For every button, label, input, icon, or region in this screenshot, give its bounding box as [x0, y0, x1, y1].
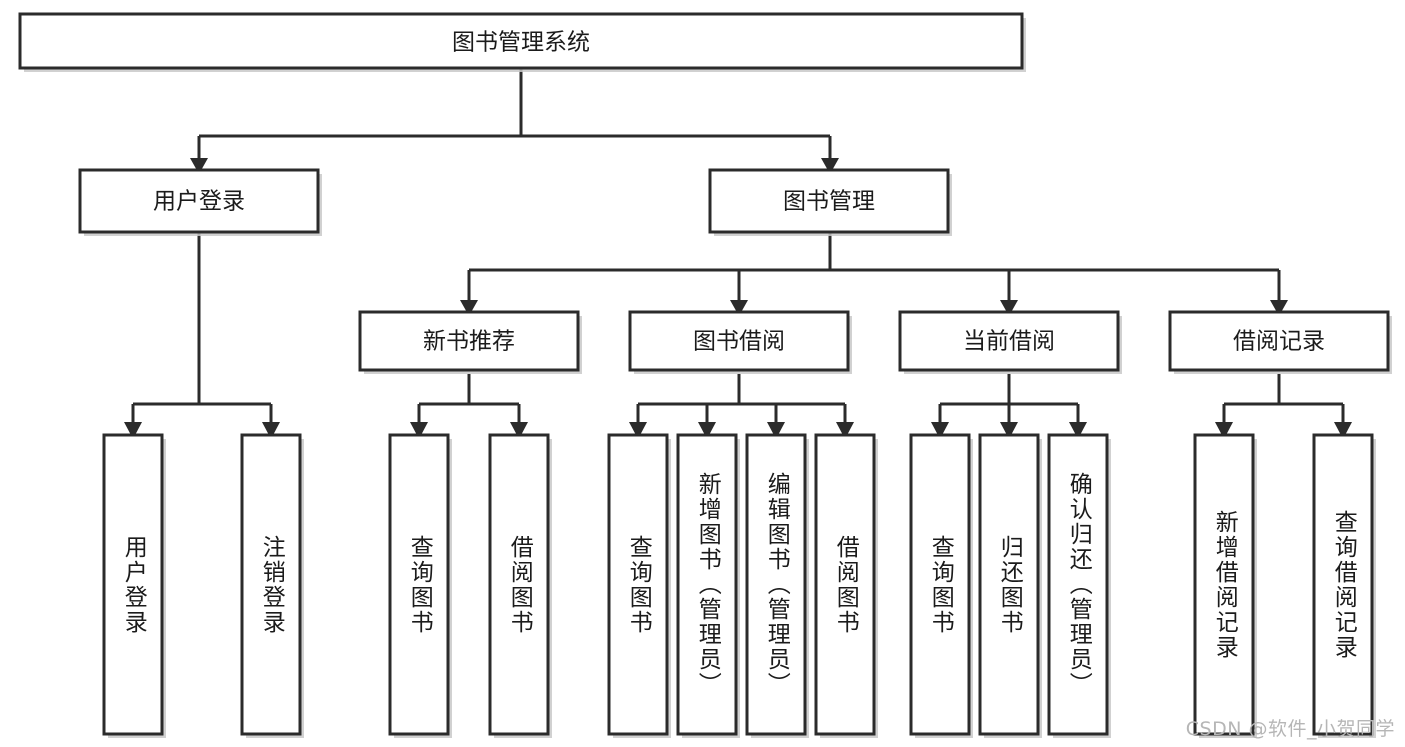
node-book-borrow-label: 图书借阅	[693, 329, 785, 355]
arrowhead-current-borrow	[1000, 300, 1018, 316]
arrowhead-leaf-bookborrow-3	[767, 422, 785, 439]
arrowhead-leaf-borrowrecord-2	[1334, 422, 1352, 439]
arrowhead-book-borrow	[730, 300, 748, 316]
arrowhead-leaf-newbook-1	[410, 422, 428, 439]
node-user-login-label: 用户登录	[153, 189, 245, 215]
arrowhead-borrow-record	[1270, 300, 1288, 316]
root-node-label: 图书管理系统	[452, 30, 590, 56]
leaf-box-borrow-add[interactable]	[676, 433, 738, 736]
arrowhead-leaf-currentborrow-3	[1069, 422, 1087, 439]
arrowhead-leaf-bookborrow-4	[836, 422, 854, 439]
node-book-borrow-box[interactable]	[628, 310, 850, 372]
leaf-box-current-confirm[interactable]	[1047, 433, 1109, 736]
arrowhead-leaf-borrowrecord-1	[1215, 422, 1233, 439]
arrowhead-leaf-user-login-1	[124, 422, 142, 439]
leaf-box-record-query[interactable]	[1312, 433, 1374, 736]
node-book-manage-box[interactable]	[708, 168, 950, 234]
leaf-box-newbook-borrow[interactable]	[488, 433, 550, 736]
node-current-borrow-box[interactable]	[898, 310, 1120, 372]
node-layer: 图书管理系统 用户登录 图书管理 新书推荐 图书借阅 当前借阅 借阅记录	[18, 12, 1392, 738]
arrowhead-leaf-bookborrow-2	[698, 422, 716, 439]
arrowhead-leaf-currentborrow-2	[1000, 422, 1018, 439]
node-borrow-record-label: 借阅记录	[1233, 329, 1325, 355]
node-borrow-record-box[interactable]	[1168, 310, 1390, 372]
leaf-box-logout[interactable]	[240, 433, 302, 736]
node-current-borrow-label: 当前借阅	[963, 329, 1055, 355]
arrowhead-leaf-newbook-2	[510, 422, 528, 439]
arrowhead-book-manage	[821, 158, 839, 174]
arrowhead-user-login	[190, 158, 208, 174]
leaf-box-user-login[interactable]	[102, 433, 164, 736]
root-node-box[interactable]	[18, 12, 1024, 70]
watermark-text: CSDN @软件_小贺同学	[1185, 718, 1395, 740]
leaf-box-record-add[interactable]	[1193, 433, 1255, 736]
node-new-book-label: 新书推荐	[423, 329, 515, 355]
node-user-login-box[interactable]	[78, 168, 320, 234]
leaf-box-current-query[interactable]	[909, 433, 971, 736]
node-book-manage-label: 图书管理	[783, 189, 875, 215]
arrowhead-leaf-user-login-2	[262, 422, 280, 439]
arrowhead-new-book	[460, 300, 478, 316]
leaf-box-borrow-do[interactable]	[814, 433, 876, 736]
arrowhead-leaf-currentborrow-1	[931, 422, 949, 439]
leaf-box-newbook-query[interactable]	[388, 433, 450, 736]
node-new-book-box[interactable]	[358, 310, 580, 372]
leaf-box-borrow-edit[interactable]	[745, 433, 807, 736]
edge-layer	[131, 68, 1345, 425]
leaf-box-current-return[interactable]	[978, 433, 1040, 736]
arrowhead-leaf-bookborrow-1	[629, 422, 647, 439]
leaf-box-borrow-query[interactable]	[607, 433, 669, 736]
arrowhead-layer	[124, 158, 1352, 439]
